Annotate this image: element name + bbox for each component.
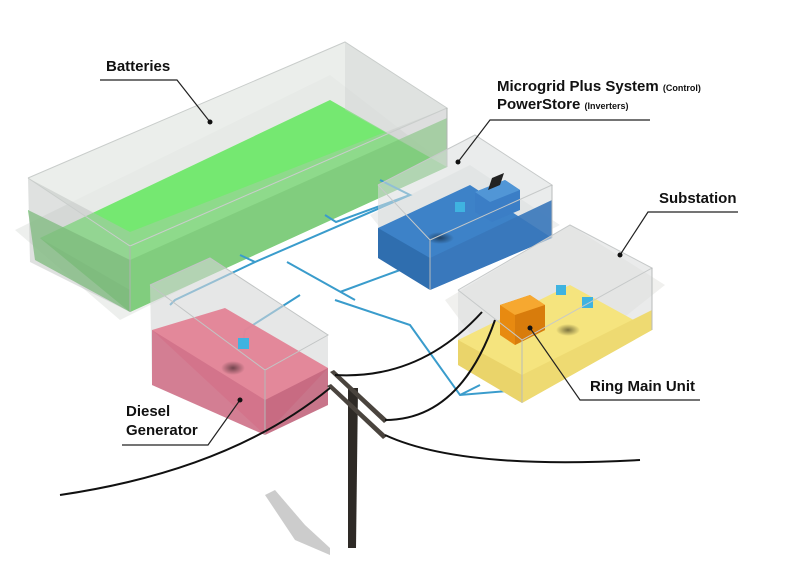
diesel-label-line1: Diesel — [126, 403, 171, 420]
diesel-device — [238, 338, 249, 349]
substation-label: Substation — [659, 190, 737, 207]
control-label: Microgrid Plus System (Control) — [497, 78, 701, 97]
diesel-pointer-dot — [237, 397, 243, 403]
batteries-label: Batteries — [106, 58, 171, 75]
ring-main-unit-label: Ring Main Unit — [590, 378, 695, 395]
ring-main-unit-leader — [529, 327, 700, 401]
inverters-label: PowerStore (Inverters) — [497, 96, 629, 115]
batteries-leader — [100, 79, 211, 123]
inverters-label-sub: (Inverters) — [584, 101, 629, 111]
power-pole — [265, 370, 388, 555]
substation-pointer-dot — [617, 252, 623, 258]
substation-device-2 — [582, 297, 593, 308]
control-device — [455, 202, 465, 212]
crossarm-upper — [330, 370, 388, 423]
substation-leader — [619, 211, 738, 256]
control-label-main: Microgrid Plus System — [497, 78, 659, 95]
laptop-icon — [488, 173, 504, 190]
pole-shaft — [348, 388, 358, 548]
control-leader — [457, 119, 650, 163]
ring-main-unit-pointer-dot — [527, 325, 533, 331]
inverters-label-main: PowerStore — [497, 96, 581, 113]
control-label-sub: (Control) — [662, 83, 701, 93]
leader-lines — [100, 79, 738, 446]
crossarm-lower — [327, 384, 387, 439]
substation-device-1 — [556, 285, 566, 295]
batteries-enclosure — [27, 41, 449, 312]
diesel-enclosure — [149, 257, 329, 435]
batteries-pointer-dot — [207, 119, 213, 125]
diesel-leader — [122, 399, 241, 446]
power-lines — [59, 311, 641, 496]
diesel-label-line2: Generator — [126, 422, 198, 439]
control-enclosure — [377, 134, 554, 290]
control-pointer-dot — [455, 159, 461, 165]
